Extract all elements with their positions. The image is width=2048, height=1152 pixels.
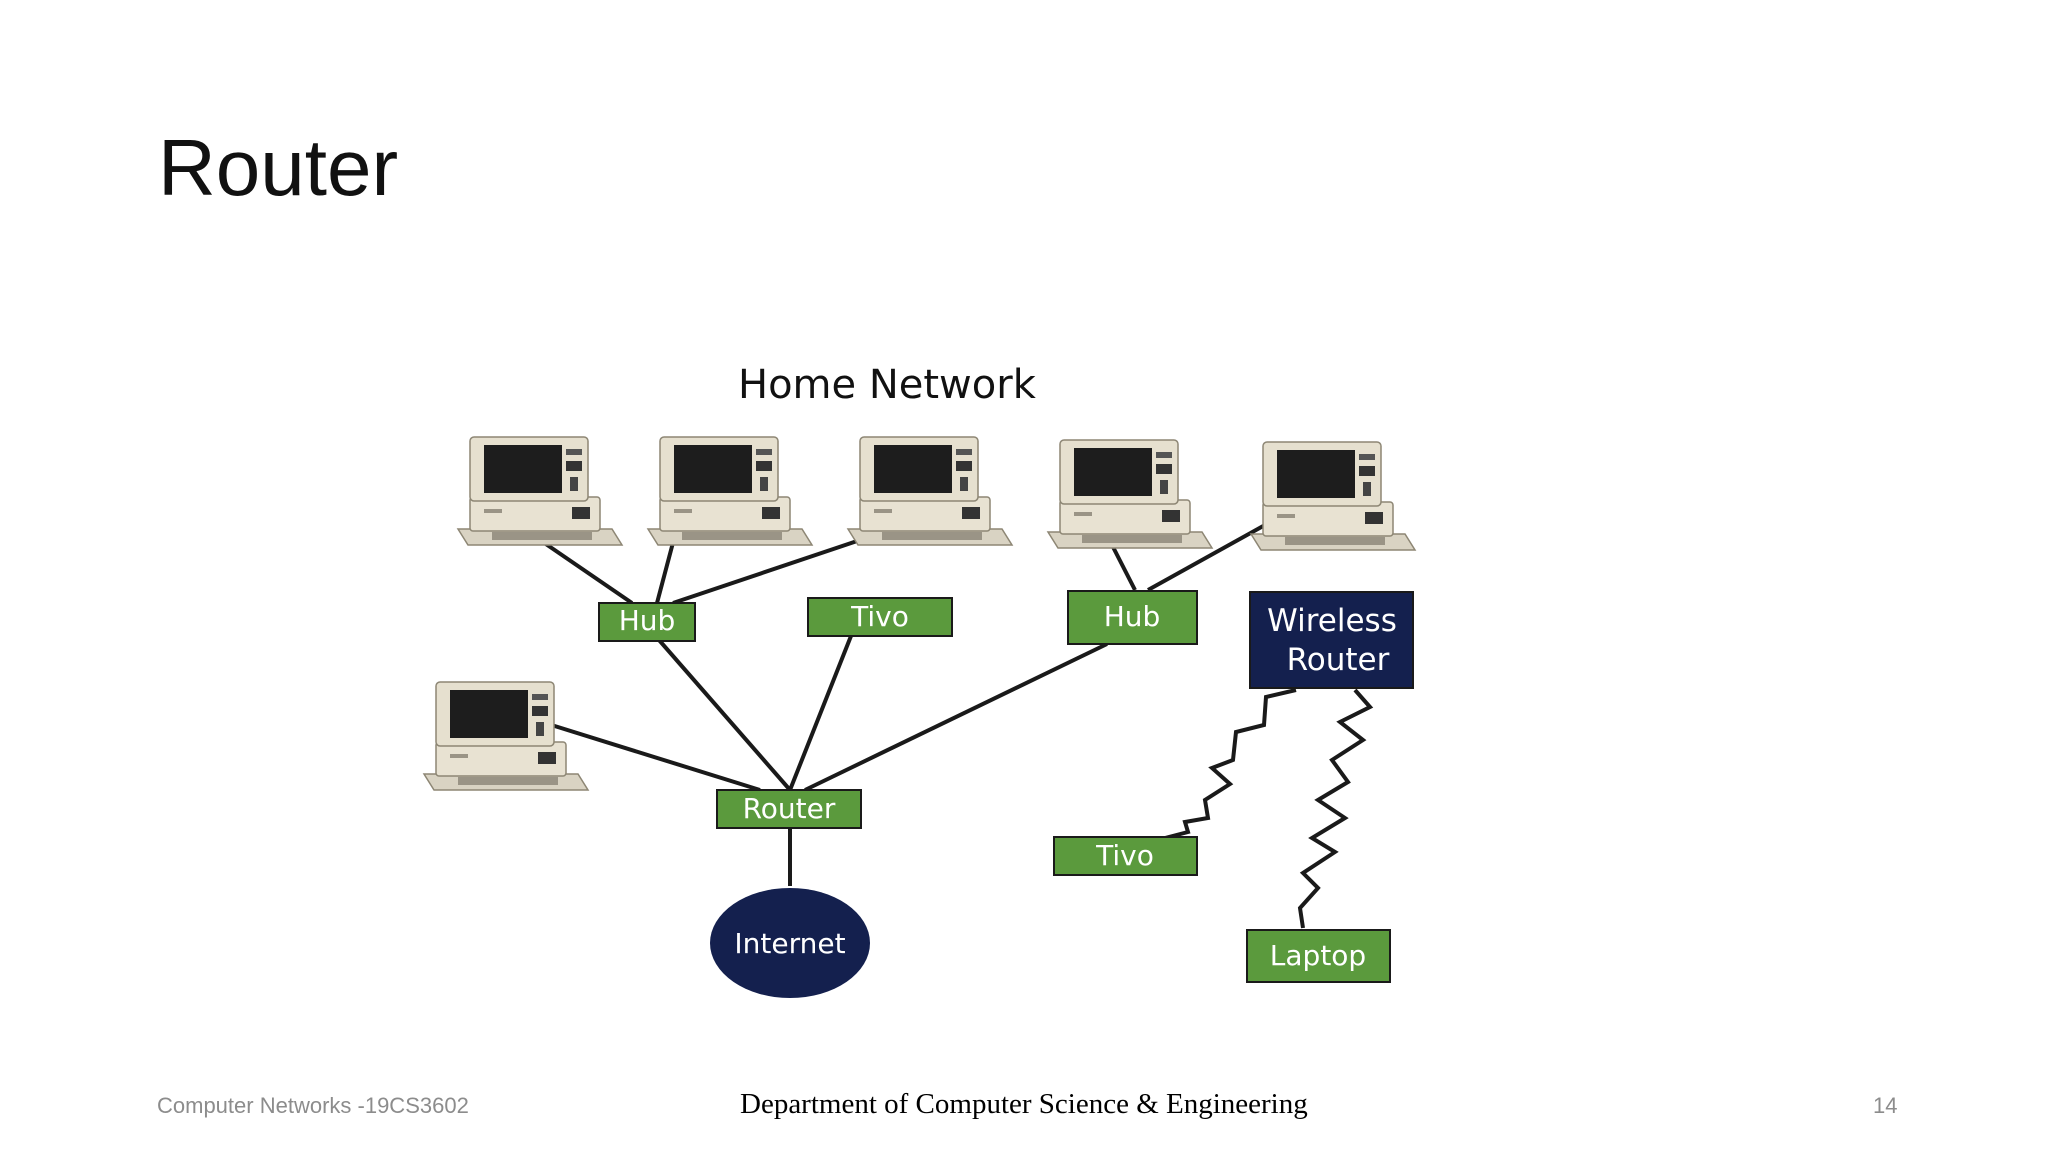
node-label: Hub <box>1104 600 1161 633</box>
node-label: Tivo <box>850 600 909 633</box>
computer-icon <box>647 436 813 546</box>
link-pc2-hub <box>655 534 677 604</box>
link-pc3-hub <box>672 533 876 605</box>
computer-icon <box>457 436 623 546</box>
link-hub-router <box>657 638 792 792</box>
wireless-link-laptop <box>1297 688 1374 929</box>
node-tivo-bottom: Tivo <box>1053 836 1198 876</box>
link-pc4-hub <box>1110 544 1137 591</box>
link-pc6-router <box>544 721 761 792</box>
computer-icon <box>1250 441 1416 551</box>
wireless-link-tivo <box>1164 688 1297 840</box>
node-label: Router <box>1287 642 1390 678</box>
node-label: Laptop <box>1270 939 1366 972</box>
link-hub2-router <box>804 642 1108 792</box>
node-internet: Internet <box>710 888 870 998</box>
node-label: Internet <box>734 927 845 960</box>
node-tivo-top: Tivo <box>807 597 953 637</box>
footer-course: Computer Networks -19CS3602 <box>157 1093 469 1118</box>
link-pc5-hub <box>1147 523 1266 592</box>
page-number: 14 <box>1873 1093 1898 1118</box>
node-label: Tivo <box>1095 839 1154 872</box>
link-pc1-hub <box>538 538 634 605</box>
wireless-links <box>1164 688 1374 929</box>
slide-title: Router <box>158 123 399 212</box>
node-wireless-router: Wireless Router <box>1249 591 1414 689</box>
computer-icon <box>423 681 589 791</box>
node-label: Router <box>743 792 836 825</box>
node-hub-right: Hub <box>1067 590 1198 645</box>
computer-icon <box>847 436 1013 546</box>
node-label: Hub <box>619 604 676 637</box>
node-laptop: Laptop <box>1246 929 1391 983</box>
node-hub-left: Hub <box>598 602 696 642</box>
wired-links <box>538 523 1266 886</box>
node-router: Router <box>716 789 862 829</box>
node-label: Wireless <box>1267 603 1397 639</box>
footer-department: Department of Computer Science & Enginee… <box>740 1088 1308 1120</box>
computer-icon <box>1047 439 1213 549</box>
diagram-title: Home Network <box>738 362 1037 408</box>
link-tivo-router <box>788 635 853 791</box>
